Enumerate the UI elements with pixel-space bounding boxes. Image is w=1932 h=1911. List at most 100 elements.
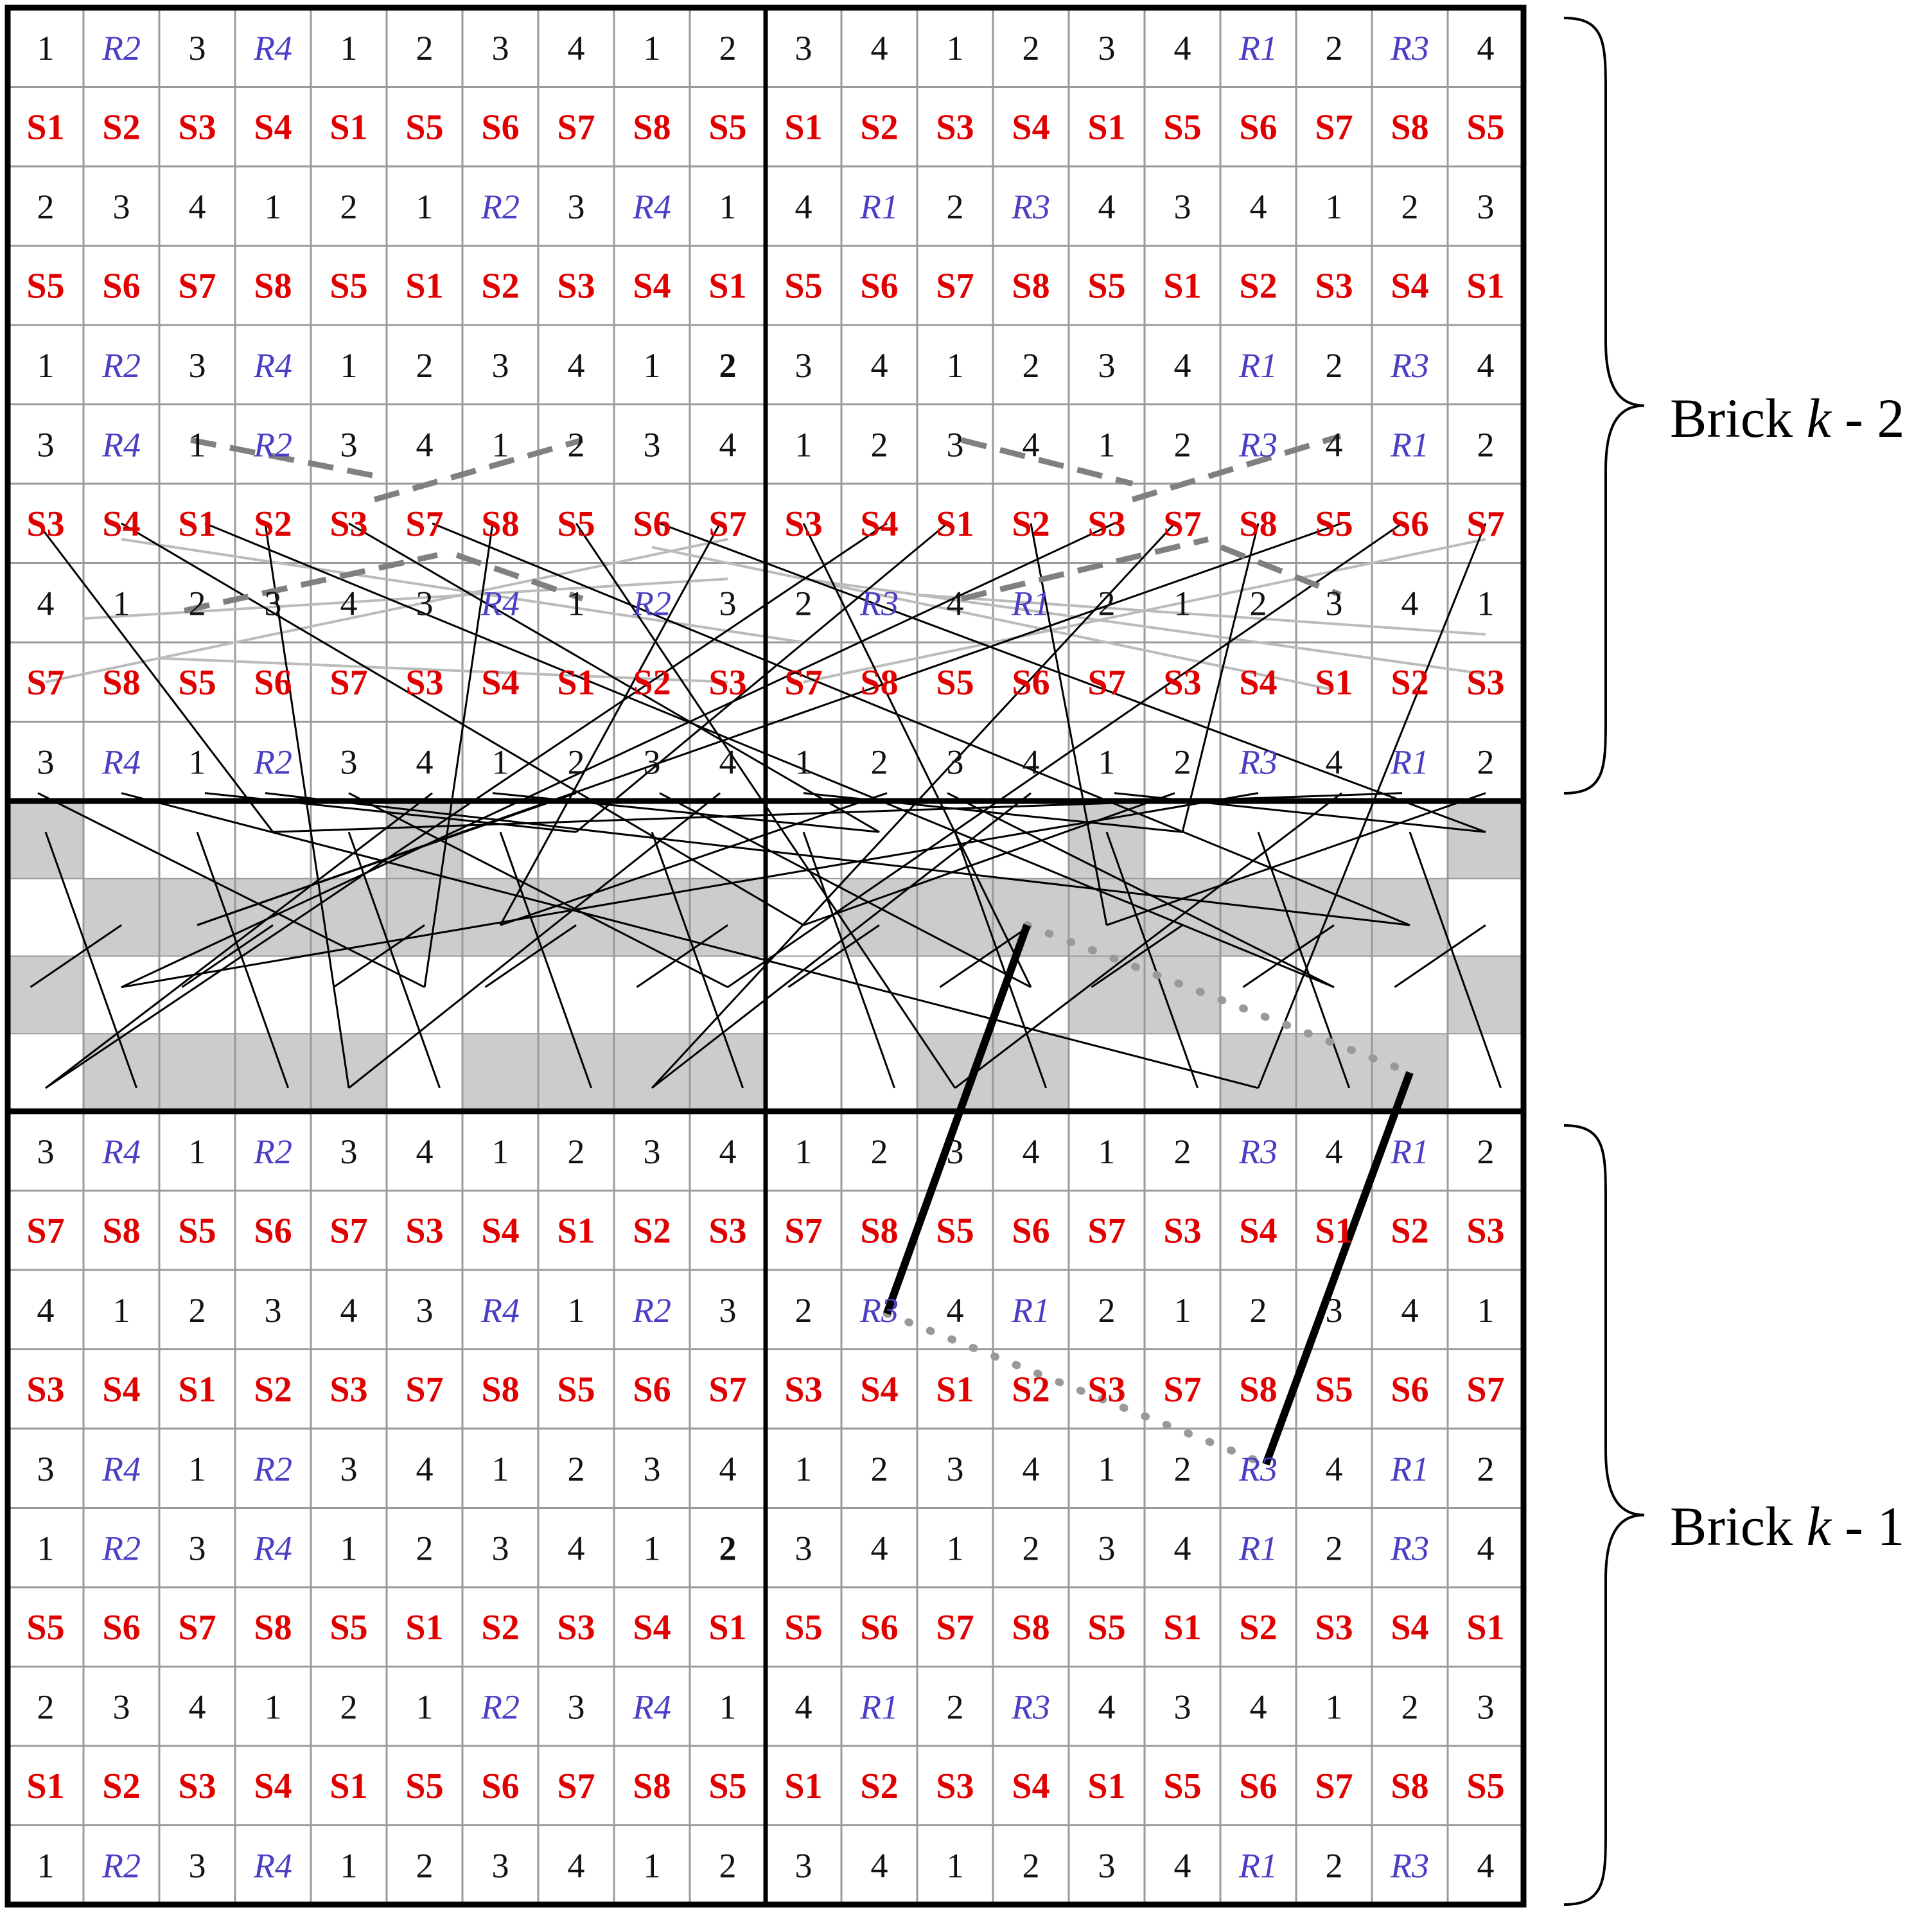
cell-value: 3	[189, 346, 206, 385]
dashed-link-line	[190, 437, 375, 479]
cell-value: S8	[1012, 1608, 1049, 1648]
permutation-line	[939, 924, 1032, 989]
cell-value: S7	[178, 1608, 216, 1648]
cell-value: 3	[113, 188, 130, 226]
permutation-line	[1394, 924, 1486, 989]
cell-value: 1	[1174, 1291, 1191, 1330]
cell-value: R3	[1238, 425, 1278, 464]
cell-value: 1	[947, 1529, 964, 1567]
permutation-line	[1257, 831, 1351, 1089]
cell-value: 1	[568, 1291, 585, 1330]
cell-value: 4	[568, 29, 585, 67]
permutation-line	[1105, 831, 1199, 1089]
cell-value: S4	[1012, 107, 1049, 147]
cell-value: R3	[1238, 1132, 1278, 1171]
cell-value: 3	[947, 743, 964, 781]
cell-value: 2	[719, 346, 737, 385]
cell-value: S5	[1466, 1766, 1504, 1806]
cell-value: R3	[1390, 1529, 1429, 1567]
cell-value: 1	[492, 743, 509, 781]
cell-value: S2	[1239, 266, 1277, 306]
cell-value: 4	[189, 1687, 206, 1726]
shade-cell	[614, 878, 690, 956]
cell-value: 2	[719, 29, 737, 67]
cell-value: S4	[1391, 1608, 1428, 1648]
cell-value: S2	[860, 1766, 898, 1806]
cell-value: 4	[1326, 1450, 1343, 1488]
cell-value: S7	[936, 266, 974, 306]
permutation-line	[196, 831, 290, 1089]
permutation-line	[432, 522, 1410, 926]
cell-value: S6	[860, 1608, 898, 1648]
cell-value: S4	[1239, 663, 1277, 703]
cell-value: S4	[633, 1608, 671, 1648]
permutation-line	[651, 522, 1176, 1089]
cell-value: S8	[1012, 266, 1049, 306]
cell-value: 3	[1174, 188, 1191, 226]
cell-value: 1	[1098, 1132, 1116, 1171]
cell-value: R3	[1390, 29, 1429, 67]
shade-cell	[462, 1034, 538, 1111]
cell-value: S5	[936, 663, 974, 703]
cell-value: 4	[189, 188, 206, 226]
cell-value: 4	[1326, 425, 1343, 464]
cell-value: S1	[1315, 663, 1353, 703]
cell-value: 2	[340, 1687, 358, 1726]
dotted-link-line	[1023, 921, 1414, 1077]
cell-value: R4	[480, 1291, 520, 1330]
cell-value: S3	[405, 1211, 443, 1251]
brick-frames	[4, 4, 1527, 1908]
cell-value: S3	[708, 1211, 746, 1251]
cell-value: 3	[492, 1846, 509, 1885]
cell-value: 1	[1326, 1687, 1343, 1726]
cell-value: R2	[101, 1846, 141, 1885]
cell-value: 4	[871, 29, 888, 67]
permutation-line	[1181, 523, 1260, 832]
cell-value: R4	[253, 346, 292, 385]
cell-value: 4	[416, 425, 434, 464]
brick-braces	[1563, 17, 1645, 1906]
cell-value: S6	[1239, 107, 1277, 147]
cell-value: 2	[871, 1450, 888, 1488]
permutation-line	[197, 522, 1342, 926]
brick-bottom-label: Brick k - 1	[1670, 1495, 1904, 1557]
cell-value: S8	[1239, 1369, 1277, 1409]
cell-value: S5	[1466, 107, 1504, 147]
cell-value: 3	[340, 743, 358, 781]
cell-value: 4	[1023, 743, 1040, 781]
cell-value: 4	[1326, 743, 1343, 781]
cell-value: 1	[37, 346, 55, 385]
cell-value: S1	[708, 266, 746, 306]
cell-value: 2	[1023, 1846, 1040, 1885]
cell-value: S3	[1315, 266, 1353, 306]
cell-value: S7	[329, 1211, 367, 1251]
cell-value: 2	[189, 1291, 206, 1330]
cell-value: S8	[633, 1766, 671, 1806]
cell-value: 3	[568, 1687, 585, 1726]
cell-value: 2	[37, 188, 55, 226]
cell-value: S8	[481, 1369, 519, 1409]
cell-value: 4	[416, 743, 434, 781]
cell-value: 2	[37, 1687, 55, 1726]
cell-value: 2	[1250, 1291, 1267, 1330]
cell-value: S4	[1239, 1211, 1277, 1251]
cell-value: 4	[1174, 1529, 1191, 1567]
cell-value: 2	[1326, 346, 1343, 385]
cell-value: 3	[644, 743, 661, 781]
permutation-line	[45, 522, 888, 1089]
cell-value: 1	[492, 425, 509, 464]
permutation-line	[121, 522, 1115, 989]
cell-value: S7	[1466, 504, 1504, 544]
cell-value: S6	[633, 1369, 671, 1409]
light-link-line	[121, 538, 804, 644]
cell-value: 3	[37, 425, 55, 464]
cell-value: S6	[102, 266, 140, 306]
cell-value: 1	[947, 29, 964, 67]
cell-value: 3	[189, 29, 206, 67]
cell-value: S3	[1163, 663, 1201, 703]
permutation-line	[348, 792, 728, 989]
cell-value: S7	[329, 663, 367, 703]
cell-value: 2	[1477, 1450, 1495, 1488]
cell-value: 3	[719, 1291, 737, 1330]
